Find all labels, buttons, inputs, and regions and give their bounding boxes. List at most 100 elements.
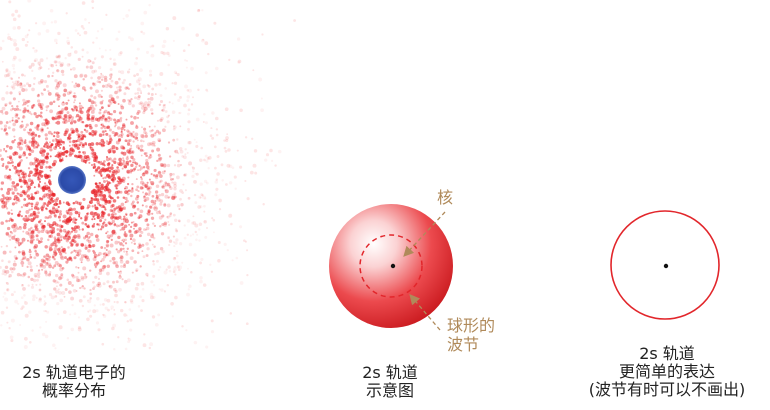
- cloud-dot: [133, 167, 137, 171]
- cloud-dot: [24, 214, 28, 218]
- cloud-dot: [7, 187, 11, 192]
- cloud-dot: [151, 233, 154, 236]
- cloud-dot: [113, 134, 116, 137]
- cloud-dot: [33, 77, 36, 80]
- cloud-dot: [202, 283, 207, 287]
- cloud-dot: [173, 184, 177, 188]
- cloud-dot: [75, 109, 79, 112]
- cloud-dot: [25, 181, 29, 185]
- cloud-dot: [51, 139, 55, 142]
- cloud-dot: [98, 142, 102, 146]
- cloud-dot: [195, 172, 199, 176]
- cloud-dot: [172, 173, 175, 176]
- cloud-dot: [91, 129, 95, 133]
- cloud-dot: [112, 280, 115, 284]
- cloud-dot: [113, 157, 117, 161]
- cloud-dot: [109, 202, 112, 205]
- cloud-dot: [101, 84, 106, 88]
- cloud-dot: [7, 275, 11, 278]
- cloud-dot: [2, 250, 7, 255]
- cloud-dot: [76, 278, 80, 283]
- cloud-dot: [44, 310, 47, 313]
- cloud-dot: [66, 258, 70, 262]
- cloud-dot: [144, 192, 148, 196]
- cloud-dot: [94, 275, 98, 279]
- cloud-dot: [293, 19, 297, 22]
- cloud-dot: [40, 229, 45, 234]
- cloud-dot: [59, 110, 64, 115]
- cloud-dot: [10, 209, 13, 212]
- cloud-dot: [10, 293, 14, 297]
- cloud-dot: [45, 253, 50, 258]
- cloud-dot: [168, 155, 172, 158]
- cloud-dot: [106, 140, 108, 143]
- cloud-dot: [18, 178, 22, 182]
- cloud-dot: [50, 198, 53, 201]
- cloud-dot: [91, 116, 95, 120]
- cloud-dot: [113, 287, 117, 292]
- cloud-dot: [30, 179, 34, 183]
- cloud-dot: [114, 172, 118, 175]
- cloud-dot: [56, 232, 61, 237]
- cloud-dot: [160, 288, 164, 292]
- cloud-dot: [73, 101, 76, 104]
- cloud-dot: [68, 140, 72, 144]
- cloud-dot: [26, 33, 29, 36]
- cloud-dot: [82, 266, 87, 271]
- cloud-dot: [150, 181, 155, 186]
- cloud-dot: [199, 158, 203, 162]
- cloud-dot: [75, 109, 78, 112]
- cloud-dot: [1, 106, 6, 111]
- cloud-dot: [163, 270, 168, 275]
- cloud-dot: [92, 257, 97, 262]
- cloud-dot: [37, 93, 40, 96]
- cloud-dot: [187, 196, 191, 200]
- cloud-dot: [97, 254, 100, 257]
- cloud-dot: [107, 149, 112, 153]
- cloud-dot: [147, 187, 150, 190]
- cloud-dot: [183, 173, 186, 177]
- cloud-dot: [171, 102, 174, 105]
- cloud-dot: [116, 119, 120, 123]
- cloud-dot: [33, 212, 37, 216]
- cloud-dot: [26, 194, 31, 198]
- cloud-dot: [44, 245, 49, 249]
- cloud-dot: [83, 159, 87, 163]
- cloud-dot: [24, 336, 28, 341]
- cloud-dot: [106, 141, 110, 146]
- cloud-dot: [114, 169, 118, 173]
- cloud-dot: [207, 155, 212, 160]
- cloud-dot: [53, 287, 57, 291]
- cloud-dot: [101, 210, 104, 213]
- cloud-dot: [128, 149, 132, 152]
- cloud-dot: [150, 93, 154, 96]
- cloud-dot: [60, 273, 64, 277]
- cloud-dot: [0, 109, 4, 114]
- cloud-dot: [123, 233, 128, 238]
- cloud-dot: [0, 187, 3, 191]
- cloud-dot: [41, 208, 44, 212]
- cloud-dot: [133, 227, 135, 230]
- cloud-dot: [27, 284, 30, 287]
- cloud-dot: [212, 218, 216, 222]
- cloud-dot: [137, 95, 141, 98]
- cloud-dot: [0, 187, 3, 191]
- cloud-dot: [195, 141, 198, 144]
- cloud-dot: [123, 128, 126, 131]
- cloud-dot: [83, 275, 88, 280]
- cloud-dot: [68, 290, 72, 294]
- cloud-dot: [117, 205, 122, 209]
- cloud-dot: [150, 234, 154, 239]
- cloud-dot: [62, 117, 65, 121]
- cloud-dot: [102, 313, 105, 316]
- cloud-dot: [70, 46, 74, 49]
- cloud-dot: [118, 275, 122, 279]
- cloud-dot: [172, 138, 176, 142]
- cloud-dot: [37, 61, 41, 65]
- cloud-dot: [98, 251, 102, 256]
- cloud-dot: [42, 259, 47, 264]
- cloud-dot: [129, 171, 133, 174]
- cloud-dot: [100, 55, 104, 59]
- cloud-dot: [161, 44, 166, 49]
- cloud-dot: [8, 196, 12, 201]
